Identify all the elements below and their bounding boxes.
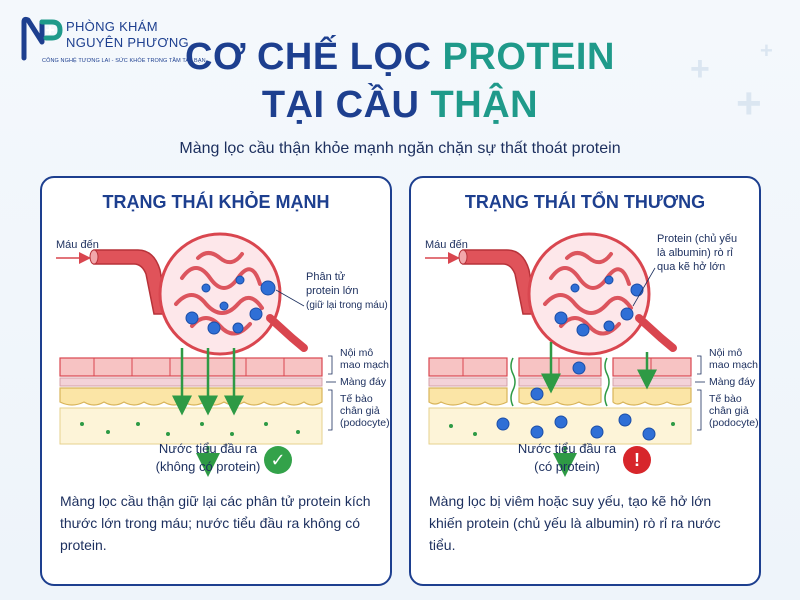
endothelium-layer — [59, 357, 323, 377]
check-icon: ✓ — [264, 446, 292, 474]
layer1-label-line1: Nội mô — [709, 347, 742, 359]
layer3-label-line2: chân giả — [340, 405, 380, 417]
damaged-glomerulus-diagram: Máu đến Protein (chủ yếu là albumin) rò … — [425, 232, 759, 477]
layer3-label-line1: Tế bào — [340, 393, 373, 405]
decor-cross-icon: + — [690, 50, 710, 88]
molecule-leader-line — [275, 289, 305, 307]
bowman-capsule — [158, 232, 282, 356]
small-molecules — [449, 422, 675, 436]
damaged-panel-title: TRẠNG THÁI TỔN THƯƠNG — [464, 192, 706, 212]
protein-molecules — [554, 275, 644, 337]
leak-leader-line — [632, 267, 656, 307]
urine-label-line2: (không có protein) — [155, 459, 261, 474]
layer3-label-line3: (podocyte) — [709, 417, 759, 429]
healthy-state-panel: TRẠNG THÁI KHỎE MẠNH Máu đến Phân t — [40, 176, 392, 586]
layer1-label-line1: Nội mô — [340, 347, 373, 359]
layer-brackets — [695, 355, 705, 431]
endothelium-layer — [428, 357, 692, 377]
exclamation-icon: ! — [623, 446, 651, 474]
layer3-label-line2: chân giả — [709, 405, 749, 417]
molecule-label-line1: Phân tử — [306, 271, 346, 283]
decor-cross-icon: + — [736, 79, 762, 128]
logo-tagline: CÔNG NGHỆ TƯƠNG LAI - SỨC KHỎE TRONG TẦM… — [42, 58, 206, 64]
layer1-label-line2: mao mạch — [709, 359, 758, 371]
vessel-opening — [89, 249, 99, 265]
layer3-label-line1: Tế bào — [709, 393, 742, 405]
damaged-description: Màng lọc bị viêm hoặc suy yếu, tạo kẽ hở… — [429, 493, 721, 553]
urine-label-line1: Nước tiểu đầu ra — [517, 441, 617, 456]
layer1-label-line2: mao mạch — [340, 359, 389, 371]
decor-cross-icon: + — [760, 38, 773, 63]
efferent-vessel — [266, 314, 308, 352]
protein-molecules — [185, 275, 276, 335]
urine-label-line2: (có protein) — [534, 459, 600, 474]
basement-membrane — [428, 377, 692, 387]
title-highlight: PROTEIN — [442, 36, 615, 78]
podocyte-layer — [428, 387, 692, 406]
blood-in-label: Máu đến — [56, 239, 99, 251]
bowman-capsule — [527, 232, 651, 356]
filtration-arrows — [172, 348, 244, 416]
leak-label-line1: Protein (chủ yếu — [657, 233, 737, 245]
layer2-label: Màng đáy — [709, 376, 756, 388]
logo-name-line2: NGUYÊN PHƯƠNG — [66, 35, 189, 50]
filtrate-space — [59, 407, 323, 445]
page-title-line2: TẠI CẦU THẬN — [0, 84, 800, 127]
damaged-state-panel: TRẠNG THÁI TỔN THƯƠNG Máu đến Protein (c… — [409, 176, 761, 586]
logo-mark-icon — [21, 16, 63, 61]
afferent-vessel — [93, 249, 169, 315]
vessel-opening — [458, 249, 468, 265]
molecule-label-line3: (giữ lại trong máu) — [306, 300, 388, 311]
title-highlight: THẬN — [430, 84, 539, 126]
molecule-label-line2: protein lớn — [306, 285, 358, 297]
page-subtitle: Màng lọc cầu thận khỏe mạnh ngăn chặn sự… — [179, 140, 621, 157]
small-molecules — [80, 422, 300, 436]
filtration-arrows — [541, 342, 657, 394]
urine-output-label: Nước tiểu đầu ra (có protein) — [497, 440, 637, 476]
basement-membrane — [59, 377, 323, 387]
blood-in-label: Máu đến — [425, 239, 468, 251]
layer-brackets — [326, 355, 336, 431]
healthy-panel-title: TRẠNG THÁI KHỎE MẠNH — [102, 192, 330, 212]
page-title-line1: CƠ CHẾ LỌC PROTEIN — [0, 36, 800, 79]
title-part: CƠ CHẾ LỌC — [185, 36, 443, 78]
title-part: TẠI CẦU — [261, 84, 431, 126]
urine-label-line1: Nước tiểu đầu ra — [158, 441, 258, 456]
urine-output-label: Nước tiểu đầu ra (không có protein) — [138, 440, 278, 476]
efferent-vessel — [635, 314, 677, 352]
leak-label-line2: là albumin) rò rỉ — [657, 247, 733, 259]
layer3-label-line3: (podocyte) — [340, 417, 390, 429]
leaked-protein-molecules — [496, 361, 656, 441]
logo-name-line1: PHÒNG KHÁM — [66, 19, 158, 34]
capillary-tuft — [543, 251, 633, 336]
podocyte-layer — [59, 387, 323, 406]
layer2-label: Màng đáy — [340, 376, 387, 388]
leak-label-line3: qua kẽ hở lớn — [657, 261, 725, 273]
afferent-vessel — [462, 249, 538, 315]
clinic-logo: PHÒNG KHÁM NGUYÊN PHƯƠNG CÔNG NGHỆ TƯƠNG… — [20, 14, 210, 76]
healthy-glomerulus-diagram: Máu đến Phân tử protein lớn (giữ lại tro… — [56, 232, 390, 477]
healthy-description: Màng lọc cầu thận giữ lại các phân tử pr… — [60, 493, 371, 553]
membrane-gaps — [510, 357, 610, 407]
